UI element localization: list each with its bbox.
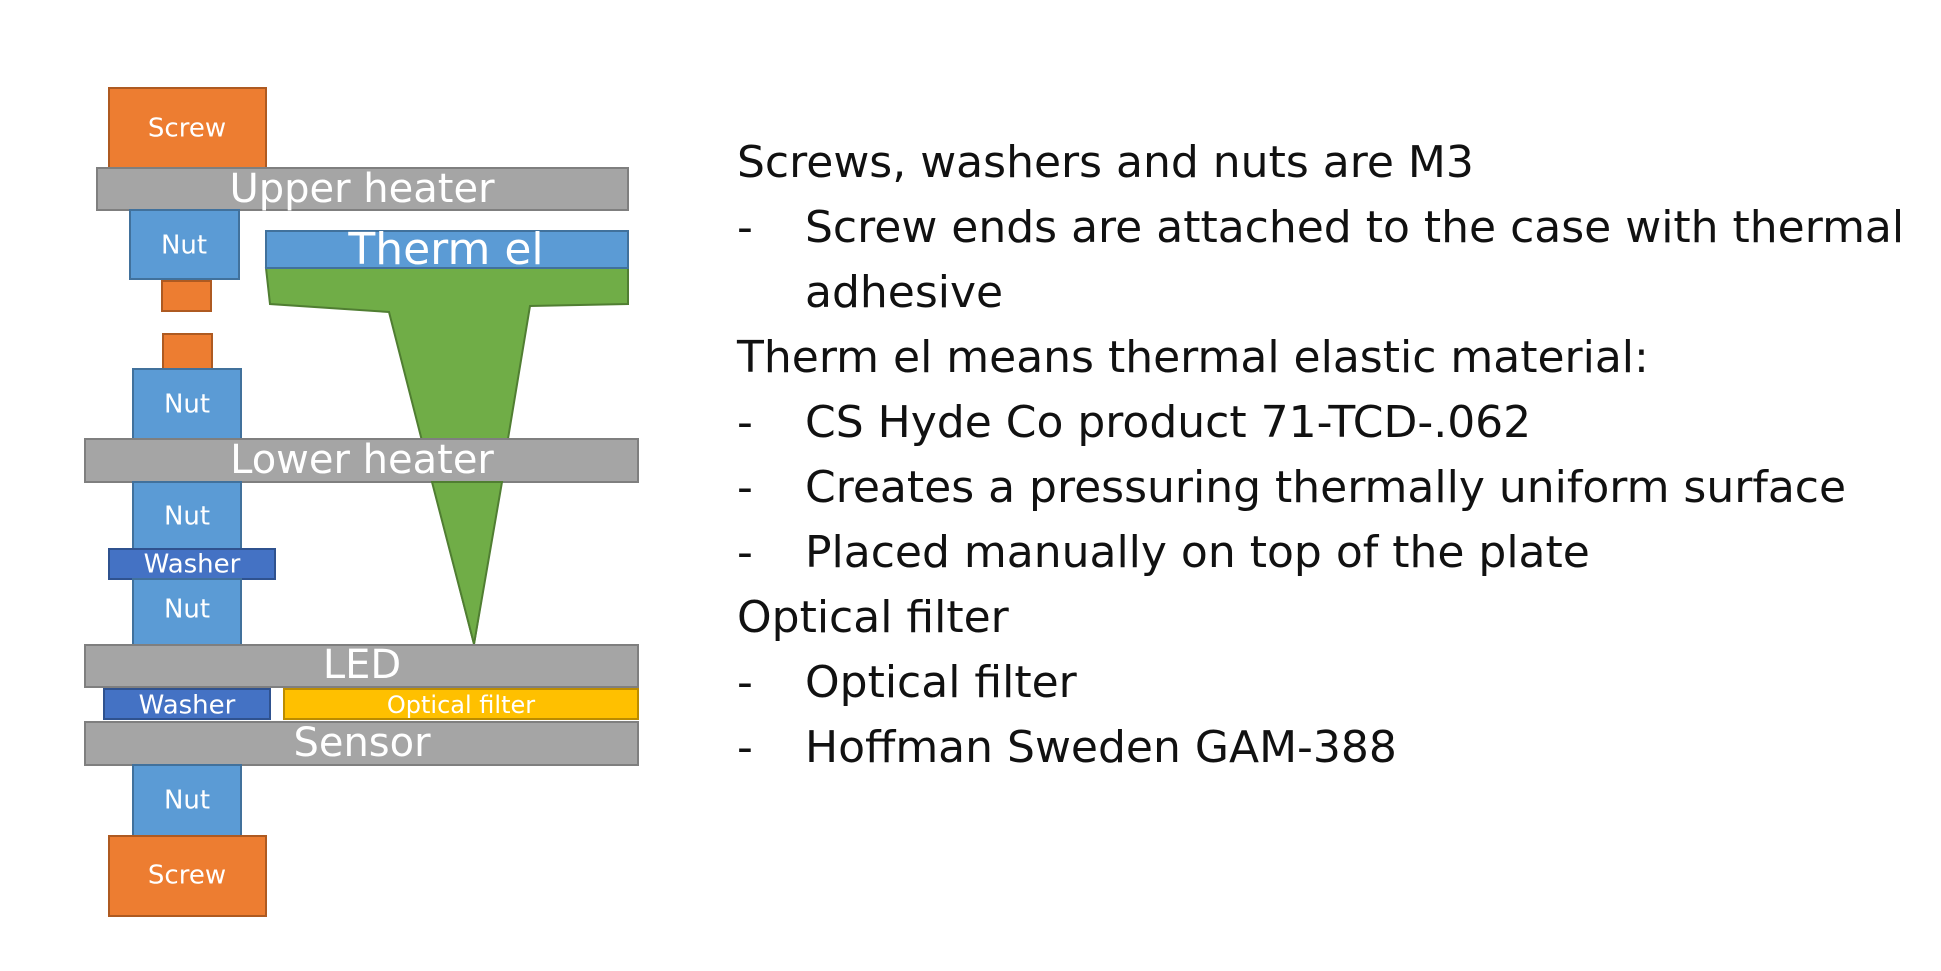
nut-upper bbox=[129, 209, 240, 280]
bullet-item: - Optical filter bbox=[737, 650, 1927, 715]
sensor-label: Sensor bbox=[293, 720, 431, 766]
washer-upper bbox=[108, 548, 276, 580]
bullet-text: Screw ends are attached to the case with… bbox=[805, 202, 1905, 318]
washer-lower bbox=[103, 688, 271, 720]
nut-bottom bbox=[132, 764, 242, 837]
bullet-text: Optical filter bbox=[805, 657, 1077, 708]
bullet-marker: - bbox=[737, 202, 753, 253]
therm-el-label: Therm el bbox=[347, 224, 543, 275]
nut-lower-1-label: Nut bbox=[164, 502, 210, 532]
bullet-item: - Hoffman Sweden GAM-388 bbox=[737, 715, 1927, 780]
nut-upper-label: Nut bbox=[161, 231, 207, 261]
screw-bottom bbox=[108, 835, 267, 917]
screw-top-label: Screw bbox=[148, 114, 226, 144]
screw-shaft-lower bbox=[162, 333, 213, 370]
nut-middle-label: Nut bbox=[164, 390, 210, 420]
heading-fasteners: Screws, washers and nuts are M3 bbox=[737, 137, 1474, 188]
therm-el-band bbox=[265, 230, 629, 269]
upper-heater bbox=[96, 167, 629, 211]
optical-filter-label: Optical filter bbox=[387, 691, 535, 719]
optical-filter bbox=[283, 688, 639, 720]
bullet-text: Hoffman Sweden GAM-388 bbox=[805, 722, 1397, 773]
nut-lower-2-label: Nut bbox=[164, 595, 210, 625]
sensor-plate bbox=[84, 721, 639, 766]
nut-middle bbox=[132, 368, 242, 440]
bullet-text: Creates a pressuring thermally uniform s… bbox=[805, 462, 1847, 513]
screw-bottom-label: Screw bbox=[148, 861, 226, 891]
bullet-marker: - bbox=[737, 527, 753, 578]
nut-bottom-label: Nut bbox=[164, 786, 210, 816]
notes-panel: Screws, washers and nuts are M3 - Screw … bbox=[737, 130, 1927, 780]
bullet-marker: - bbox=[737, 397, 753, 448]
bullet-marker: - bbox=[737, 657, 753, 708]
washer-lower-label: Washer bbox=[139, 691, 236, 721]
bullet-text: Placed manually on top of the plate bbox=[805, 527, 1590, 578]
lower-heater bbox=[84, 438, 639, 483]
bullet-marker: - bbox=[737, 722, 753, 773]
bullet-text: CS Hyde Co product 71-TCD-.062 bbox=[805, 397, 1532, 448]
led-label: LED bbox=[323, 642, 401, 688]
bullet-item: - Screw ends are attached to the case wi… bbox=[737, 195, 1927, 325]
bullet-item: - CS Hyde Co product 71-TCD-.062 bbox=[737, 390, 1927, 455]
heading-optical: Optical filter bbox=[737, 592, 1009, 643]
bullet-item: - Placed manually on top of the plate bbox=[737, 520, 1927, 585]
screw-shaft-upper bbox=[161, 280, 212, 312]
nut-lower-2 bbox=[132, 578, 242, 646]
lower-heater-label: Lower heater bbox=[230, 437, 494, 483]
upper-heater-label: Upper heater bbox=[229, 166, 495, 212]
bullet-marker: - bbox=[737, 462, 753, 513]
bullet-item: - Creates a pressuring thermally uniform… bbox=[737, 455, 1927, 520]
led-plate bbox=[84, 644, 639, 688]
heading-therm-el: Therm el means thermal elastic material: bbox=[737, 332, 1649, 383]
therm-el-tip bbox=[430, 481, 504, 645]
screw-top bbox=[108, 87, 267, 169]
washer-upper-label: Washer bbox=[144, 550, 241, 580]
